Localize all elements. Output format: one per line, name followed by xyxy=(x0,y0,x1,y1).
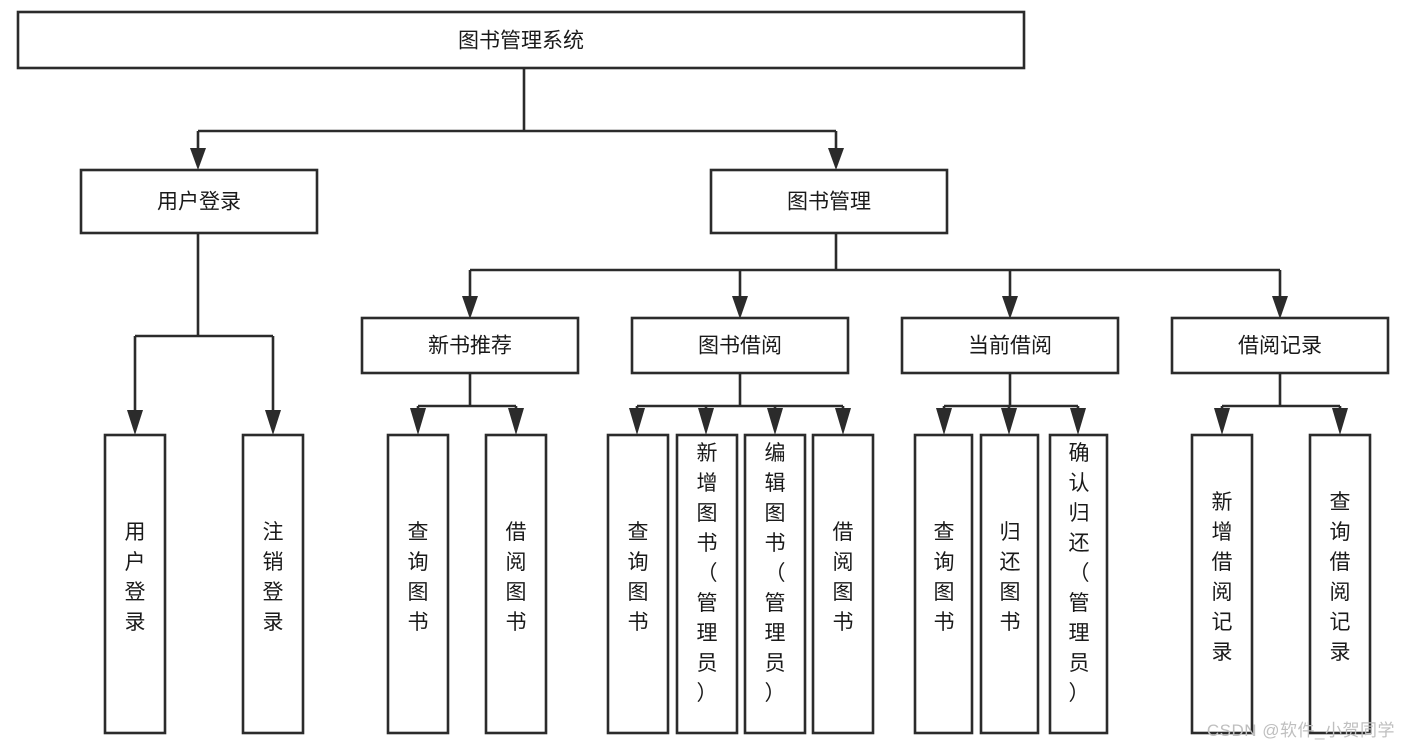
arrowhead-new-book-leaf2 xyxy=(508,408,524,435)
arrowhead-bm-to-borrow xyxy=(732,296,748,319)
arrowhead-borrow-leaf4 xyxy=(835,408,851,435)
node-book-borrow[interactable]: 图书借阅 xyxy=(630,316,850,375)
arrowhead-user-login-leaf1 xyxy=(127,410,143,435)
arrowhead-current-leaf2 xyxy=(1001,408,1017,435)
arrowhead-bm-to-record xyxy=(1272,296,1288,319)
leaf-borrow-record-2[interactable]: 查询借阅记录 xyxy=(1308,433,1372,735)
leaf-new-book-2-label: 借阅图书 xyxy=(506,521,527,634)
leaf-borrow-record-2-box[interactable] xyxy=(1308,433,1372,735)
leaf-current-borrow-2[interactable]: 归还图书 xyxy=(979,433,1040,735)
node-current-borrow-label: 当前借阅 xyxy=(968,335,1052,358)
node-user-login[interactable]: 用户登录 xyxy=(79,168,319,235)
leaf-borrow-record-1[interactable]: 新增借阅记录 xyxy=(1190,433,1254,735)
leaf-user-login-1[interactable]: 用户登录 xyxy=(103,433,167,735)
leaf-book-borrow-1-box[interactable] xyxy=(606,433,670,735)
node-root-label: 图书管理系统 xyxy=(458,30,584,53)
arrowhead-bm-to-current xyxy=(1002,296,1018,319)
node-new-book-recommend-label: 新书推荐 xyxy=(428,335,512,358)
leaf-book-borrow-1-label: 查询图书 xyxy=(628,521,649,634)
leaf-borrow-record-1-label: 新增借阅记录 xyxy=(1212,491,1233,664)
leaf-book-borrow-4-box[interactable] xyxy=(811,433,875,735)
leaf-book-borrow-2[interactable]: 新增图书（管理员） xyxy=(675,433,739,735)
node-user-login-box[interactable] xyxy=(79,168,319,235)
node-borrow-record-box[interactable] xyxy=(1170,316,1390,375)
arrowhead-borrow-leaf2 xyxy=(698,408,714,435)
arrowhead-root-to-user-login xyxy=(190,148,206,170)
arrowhead-current-leaf1 xyxy=(936,408,952,435)
leaf-new-book-1[interactable]: 查询图书 xyxy=(386,433,450,735)
node-book-borrow-box[interactable] xyxy=(630,316,850,375)
leaf-current-borrow-2-label: 归还图书 xyxy=(1000,521,1021,634)
leaf-book-borrow-3[interactable]: 编辑图书（管理员） xyxy=(743,433,807,735)
leaf-new-book-1-box[interactable] xyxy=(386,433,450,735)
node-borrow-record-label: 借阅记录 xyxy=(1238,335,1322,358)
node-user-login-label: 用户登录 xyxy=(157,191,241,214)
leaf-new-book-2[interactable]: 借阅图书 xyxy=(484,433,548,735)
leaf-borrow-record-1-box[interactable] xyxy=(1190,433,1254,735)
arrowhead-record-leaf1 xyxy=(1214,408,1230,435)
leaf-book-borrow-3-box[interactable] xyxy=(743,433,807,735)
leaf-book-borrow-4[interactable]: 借阅图书 xyxy=(811,433,875,735)
csdn-watermark: CSDN @软件_小贺同学 xyxy=(1206,721,1395,740)
node-new-book-recommend[interactable]: 新书推荐 xyxy=(360,316,580,375)
leaf-book-borrow-4-label: 借阅图书 xyxy=(833,521,854,634)
arrowhead-user-login-leaf2 xyxy=(265,410,281,435)
leaf-new-book-2-box[interactable] xyxy=(484,433,548,735)
leaf-user-login-2-box[interactable] xyxy=(241,433,305,735)
leaf-book-borrow-2-box[interactable] xyxy=(675,433,739,735)
arrowhead-borrow-leaf3 xyxy=(767,408,783,435)
leaf-current-borrow-2-box[interactable] xyxy=(979,433,1040,735)
node-book-borrow-label: 图书借阅 xyxy=(698,335,782,358)
arrowhead-root-to-book-manage xyxy=(828,148,844,170)
leaf-current-borrow-3-label: 确认归还（管理员） xyxy=(1069,442,1090,705)
leaf-book-borrow-2-label: 新增图书（管理员） xyxy=(697,442,718,705)
leaf-current-borrow-3[interactable]: 确认归还（管理员） xyxy=(1048,433,1109,735)
node-current-borrow-box[interactable] xyxy=(900,316,1120,375)
arrowhead-record-leaf2 xyxy=(1332,408,1348,435)
arrowhead-new-book-leaf1 xyxy=(410,408,426,435)
leaf-user-login-1-box[interactable] xyxy=(103,433,167,735)
node-root[interactable]: 图书管理系统 xyxy=(16,10,1026,70)
arrowhead-bm-to-new-book xyxy=(462,296,478,319)
leaf-book-borrow-1[interactable]: 查询图书 xyxy=(606,433,670,735)
connector-layer xyxy=(127,68,1348,435)
node-book-management-box[interactable] xyxy=(709,168,949,235)
leaf-user-login-1-label: 用户登录 xyxy=(125,521,146,634)
node-book-management-label: 图书管理 xyxy=(787,191,871,214)
leaf-current-borrow-1-box[interactable] xyxy=(913,433,974,735)
leaf-user-login-2-label: 注销登录 xyxy=(263,521,284,634)
leaf-user-login-2[interactable]: 注销登录 xyxy=(241,433,305,735)
leaf-current-borrow-1[interactable]: 查询图书 xyxy=(913,433,974,735)
leaf-current-borrow-3-box[interactable] xyxy=(1048,433,1109,735)
node-root-box[interactable] xyxy=(16,10,1026,70)
leaf-borrow-record-2-label: 查询借阅记录 xyxy=(1330,491,1351,664)
leaf-book-borrow-3-label: 编辑图书（管理员） xyxy=(765,442,786,705)
node-borrow-record[interactable]: 借阅记录 xyxy=(1170,316,1390,375)
node-current-borrow[interactable]: 当前借阅 xyxy=(900,316,1120,375)
leaf-new-book-1-label: 查询图书 xyxy=(408,521,429,634)
node-new-book-recommend-box[interactable] xyxy=(360,316,580,375)
arrowhead-current-leaf3 xyxy=(1070,408,1086,435)
node-book-management[interactable]: 图书管理 xyxy=(709,168,949,235)
arrowhead-borrow-leaf1 xyxy=(629,408,645,435)
leaf-current-borrow-1-label: 查询图书 xyxy=(934,521,955,634)
